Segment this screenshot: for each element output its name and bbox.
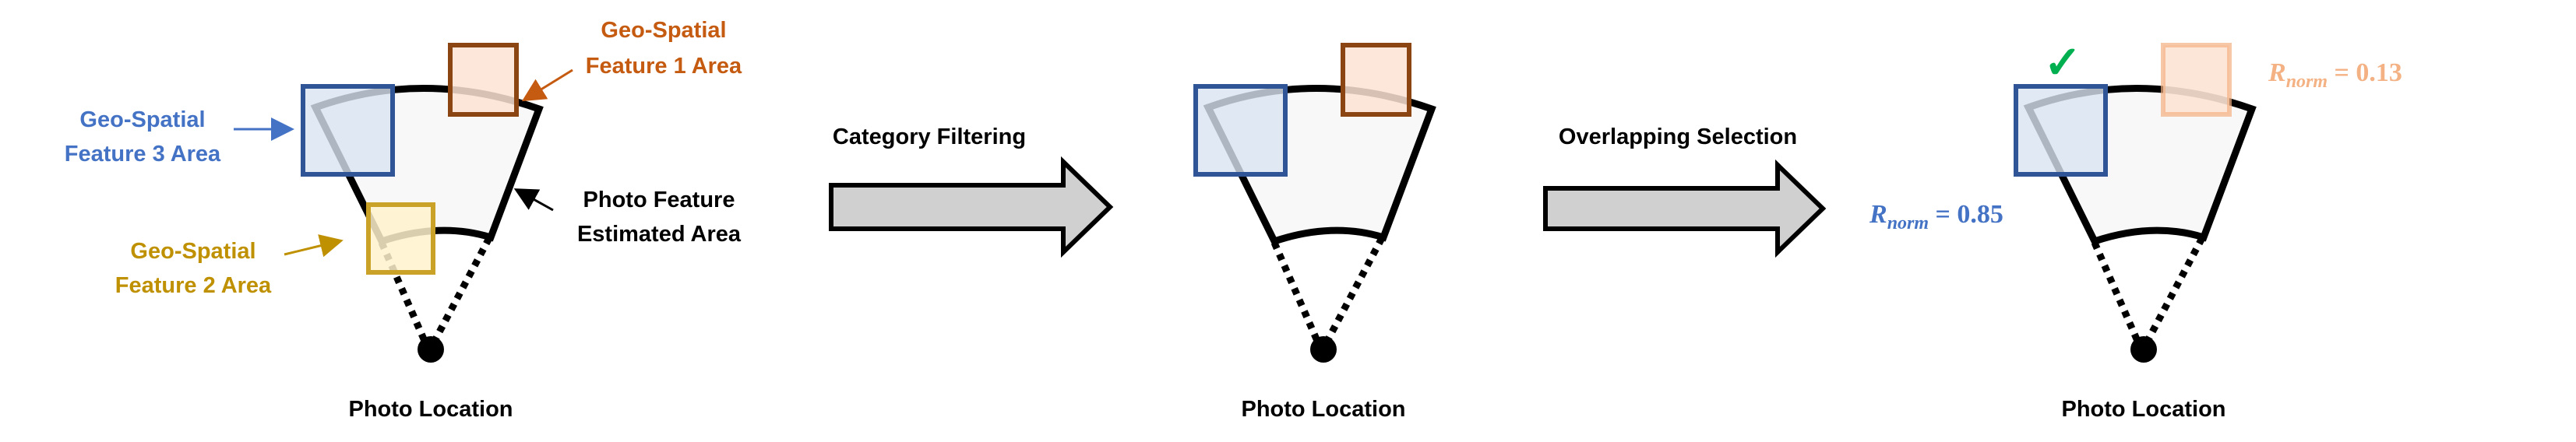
- check-mark-icon: ✓: [2044, 37, 2082, 88]
- view-cone-right: [1324, 236, 1385, 343]
- photo-location-label: Photo Location: [348, 397, 513, 422]
- feature-1-box: [1341, 43, 1411, 117]
- feature-2-pointer: [284, 234, 344, 258]
- feature-3-box: [301, 84, 395, 177]
- step-arrow-1: Category Filtering: [829, 125, 1114, 258]
- view-cone-right: [432, 236, 492, 343]
- r-norm-blue: Rnorm = 0.85: [1869, 200, 2003, 233]
- view-cone-right: [2144, 236, 2205, 343]
- feature-3-box: [1193, 84, 1288, 177]
- feature-2-box: [366, 202, 435, 275]
- photo-area-label-line2: Estimated Area: [577, 222, 742, 247]
- step-1-label: Category Filtering: [833, 125, 1026, 149]
- feature-1-pointer: [521, 68, 573, 102]
- view-cone-left: [1270, 241, 1321, 342]
- step-1-arrow-shape: [829, 156, 1114, 258]
- panel-1: Geo-Spatial Feature 1 Area Geo-Spatial F…: [65, 18, 742, 422]
- step-arrow-2: Overlapping Selection: [1543, 125, 1827, 258]
- feature-3-label-line2: Feature 3 Area: [65, 142, 221, 167]
- step-2-label: Overlapping Selection: [1559, 125, 1797, 149]
- photo-location-label: Photo Location: [2061, 397, 2225, 422]
- step-2-arrow-shape: [1543, 159, 1827, 258]
- feature-1-label-line2: Feature 1 Area: [586, 54, 742, 79]
- feature-2-label-line1: Geo-Spatial: [130, 239, 255, 264]
- photo-location-dot: [1310, 336, 1337, 363]
- view-cone-left: [2091, 241, 2141, 342]
- photo-area-pointer: [513, 188, 554, 212]
- photo-area-label-line1: Photo Feature: [583, 188, 735, 212]
- r-norm-orange: Rnorm = 0.13: [2268, 58, 2402, 92]
- photo-location-dot: [2130, 336, 2157, 363]
- feature-2-label-line2: Feature 2 Area: [115, 273, 272, 298]
- photo-location-label: Photo Location: [1241, 397, 1405, 422]
- panel-2: Photo Location: [1193, 43, 1436, 422]
- feature-3-label-line1: Geo-Spatial: [79, 107, 205, 132]
- panel-3: ✓ Rnorm = 0.13 Rnorm = 0.85 Photo Locati…: [1869, 37, 2402, 422]
- photo-location-dot: [418, 336, 444, 363]
- feature-1-box-faded: [2161, 43, 2232, 117]
- feature-3-box-selected: [2014, 84, 2108, 177]
- feature-1-label-line1: Geo-Spatial: [601, 18, 726, 43]
- feature-1-box: [448, 43, 519, 117]
